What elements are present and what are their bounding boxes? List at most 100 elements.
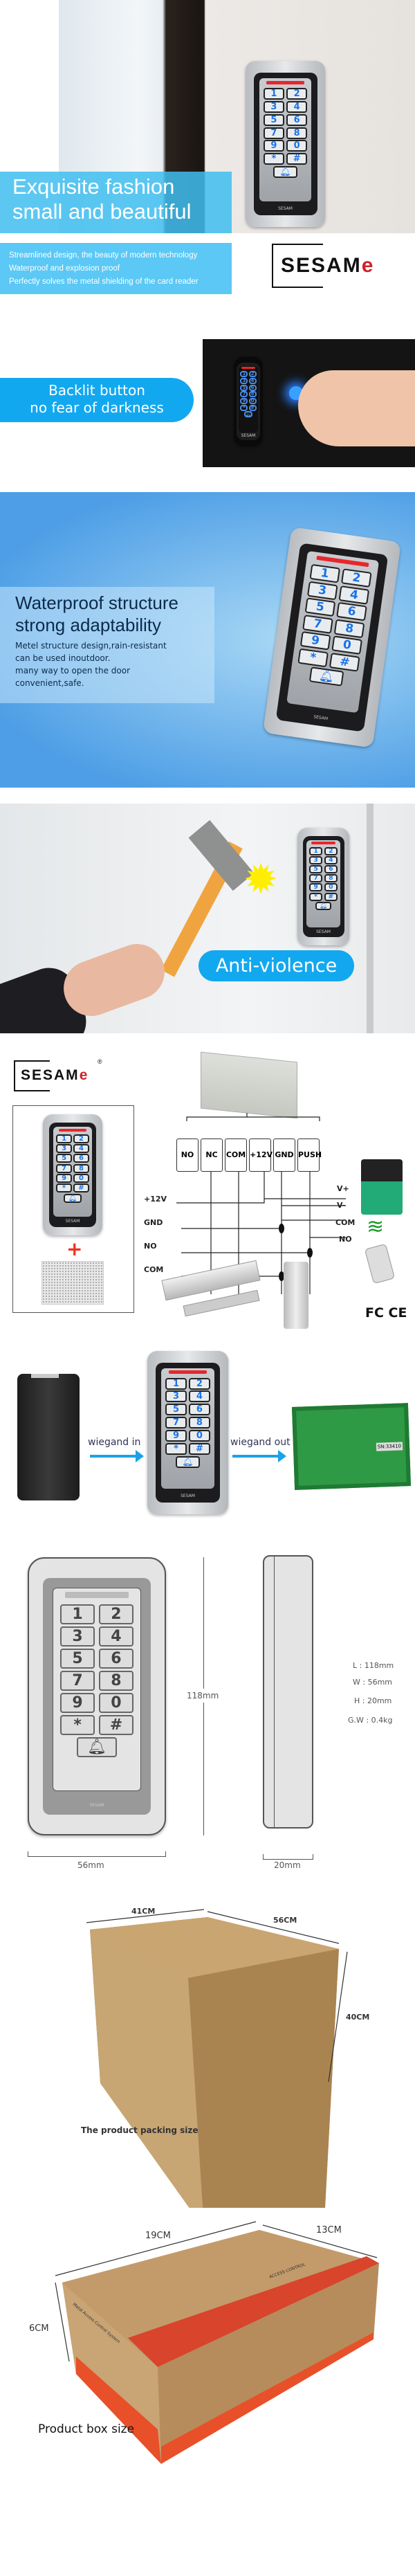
keypad-key[interactable]: 6 [189, 1404, 210, 1416]
keypad-key[interactable]: 7 [308, 874, 323, 883]
keypad-key[interactable]: 6 [248, 384, 257, 391]
keypad-key[interactable]: 0 [324, 883, 338, 892]
product-box: Metal Access Control System ACCESS CONTR… [55, 2221, 379, 2464]
keypad-key[interactable]: 1 [240, 371, 248, 378]
keypad-key[interactable]: 9 [299, 631, 331, 651]
keypad-key[interactable]: 5 [59, 1648, 95, 1669]
keypad-key[interactable]: 8 [248, 391, 257, 398]
packing-width-label: 41CM [131, 1907, 156, 1916]
keypad-key[interactable]: 0 [189, 1429, 210, 1442]
keypad-key[interactable]: 7 [59, 1670, 95, 1691]
bell-icon[interactable]: 🔔︎ [273, 166, 297, 179]
keypad-key[interactable]: 0 [286, 140, 308, 152]
keypad-key[interactable]: # [286, 153, 308, 165]
keypad-key[interactable]: 4 [73, 1143, 89, 1153]
keypad-key[interactable]: 7 [240, 391, 248, 398]
keypad-key[interactable]: 1 [308, 846, 323, 855]
keypad-key[interactable]: 8 [333, 619, 365, 638]
bell-icon[interactable]: 🔔︎ [175, 1455, 201, 1468]
keypad-key[interactable]: 5 [263, 114, 284, 126]
keypad-key[interactable]: 3 [263, 101, 284, 114]
keypad-key[interactable]: 5 [304, 597, 336, 617]
keypad-key[interactable]: 3 [59, 1626, 95, 1647]
keypad-key[interactable]: 2 [189, 1377, 210, 1390]
keypad-key[interactable]: # [329, 652, 360, 672]
keypad-key[interactable]: 9 [165, 1429, 187, 1442]
keypad-key[interactable]: 9 [263, 140, 284, 152]
headline-panel: Exquisite fashion small and beautiful [0, 172, 232, 233]
keypad-key[interactable]: 6 [286, 114, 308, 126]
keypad-key[interactable]: 5 [165, 1404, 187, 1416]
keypad-key[interactable]: 3 [308, 855, 323, 864]
keypad-key[interactable]: 8 [324, 874, 338, 883]
keypad-key[interactable]: 3 [306, 581, 338, 600]
bell-icon[interactable]: 🔔︎ [63, 1193, 82, 1203]
keypad-key[interactable]: # [324, 892, 338, 901]
waterproof-title-2: strong adaptability [15, 615, 162, 635]
keypad-key[interactable]: 6 [324, 865, 338, 874]
keypad-key[interactable]: 3 [240, 377, 248, 384]
kit-box [12, 1105, 134, 1313]
bell-icon[interactable]: 🔔︎ [76, 1737, 118, 1758]
keypad-key[interactable]: 2 [73, 1134, 89, 1143]
keypad-key[interactable]: 6 [73, 1154, 89, 1163]
keypad-key[interactable]: 7 [56, 1163, 72, 1173]
keypad-key[interactable]: 9 [240, 397, 248, 404]
keypad-key[interactable]: 0 [331, 635, 363, 655]
keypad-key[interactable]: # [73, 1183, 89, 1193]
keypad-key[interactable]: 8 [286, 127, 308, 139]
keypad-key[interactable]: # [98, 1715, 134, 1735]
keypad-key[interactable]: * [308, 892, 323, 901]
keypad-key[interactable]: * [165, 1442, 187, 1455]
keypad-key[interactable]: 4 [248, 377, 257, 384]
keypad-key[interactable]: 4 [338, 585, 370, 605]
keypad-key[interactable]: 4 [286, 101, 308, 114]
bell-icon[interactable]: 🔔︎ [308, 666, 344, 687]
keypad-key[interactable]: 2 [98, 1604, 134, 1624]
feature-text: Streamlined design, the beauty of modern… [9, 251, 198, 260]
keypad-key[interactable]: * [240, 404, 248, 411]
keypad-key[interactable]: # [189, 1442, 210, 1455]
keypad-key[interactable]: 1 [263, 88, 284, 100]
keypad-key[interactable]: 2 [341, 568, 372, 588]
keypad-key[interactable]: * [263, 153, 284, 165]
keypad-key[interactable]: 8 [73, 1163, 89, 1173]
keypad-key[interactable]: 2 [324, 846, 338, 855]
features-panel: Streamlined design, the beauty of modern… [0, 243, 232, 294]
keypad-key[interactable]: 2 [248, 371, 257, 378]
keypad-key[interactable]: 2 [286, 88, 308, 100]
bell-icon[interactable]: 🔔︎ [243, 411, 253, 418]
keypad-key[interactable]: 7 [165, 1417, 187, 1429]
keypad-key[interactable]: 1 [309, 563, 340, 583]
keypad-key[interactable]: # [248, 404, 257, 411]
box-height-label: 6CM [29, 2323, 49, 2334]
keypad-key[interactable]: 9 [308, 883, 323, 892]
keypad-key[interactable]: 9 [56, 1173, 72, 1183]
keypad-key[interactable]: 5 [308, 865, 323, 874]
keypad-key[interactable]: 0 [73, 1173, 89, 1183]
keypad-key[interactable]: 1 [56, 1134, 72, 1143]
keypad-key[interactable]: 4 [98, 1626, 134, 1647]
keypad-key[interactable]: 7 [263, 127, 284, 139]
keypad-key[interactable]: 6 [98, 1648, 134, 1669]
keypad-key[interactable]: 0 [248, 397, 257, 404]
keypad-key[interactable]: 5 [240, 384, 248, 391]
keypad-key[interactable]: 4 [324, 855, 338, 864]
keypad-key[interactable]: 1 [165, 1377, 187, 1390]
keypad-key[interactable]: 1 [59, 1604, 95, 1624]
keypad-key[interactable]: 8 [189, 1417, 210, 1429]
bell-icon[interactable]: 🔔︎ [315, 901, 331, 910]
keypad-key[interactable]: 0 [98, 1692, 134, 1713]
keypad-key[interactable]: 4 [189, 1390, 210, 1403]
keypad-key[interactable]: 3 [56, 1143, 72, 1153]
keypad-key[interactable]: * [297, 648, 329, 667]
keypad-key[interactable]: * [59, 1715, 95, 1735]
keypad-key[interactable]: 6 [336, 601, 367, 622]
keypad-key[interactable]: 5 [56, 1154, 72, 1163]
keypad-key[interactable]: 7 [302, 614, 333, 634]
keypad-key[interactable]: 9 [59, 1692, 95, 1713]
keypad-key[interactable]: * [56, 1183, 72, 1193]
keypad-key[interactable]: 8 [98, 1670, 134, 1691]
keypad-key[interactable]: 3 [165, 1390, 187, 1403]
